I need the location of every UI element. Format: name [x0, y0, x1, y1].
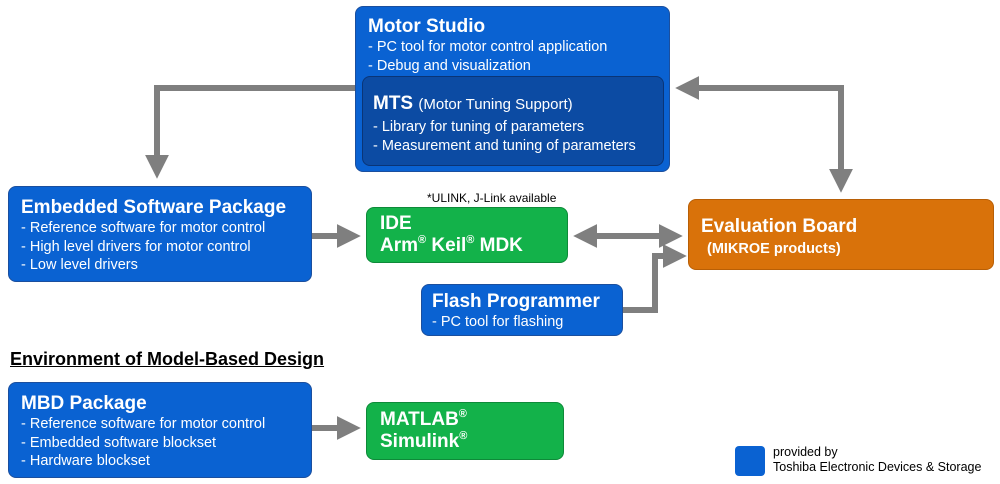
arrow-flash-to-evalboard [623, 244, 687, 313]
legend-swatch [735, 446, 765, 476]
simulink-title: Simulink® [380, 430, 468, 453]
mts-title: MTS [373, 93, 414, 114]
mts-line-2: - Measurement and tuning of parameters [373, 137, 636, 154]
motor-studio-title: Motor Studio [368, 16, 486, 37]
embedded-software-line-3: - Low level drivers [21, 257, 138, 273]
mts-line-1: - Library for tuning of parameters [373, 119, 585, 135]
legend-text: provided by Toshiba Electronic Devices &… [773, 445, 981, 475]
flash-programmer-box: Flash Programmer - PC tool for flashing [421, 284, 623, 336]
motor-studio-line-1: - PC tool for motor control application [368, 39, 608, 55]
mbd-package-line-1: - Reference software for motor control [21, 416, 266, 432]
arrow-evalboard-to-motorstudio [675, 76, 844, 180]
mbd-package-box: MBD Package - Reference software for mot… [8, 382, 312, 478]
arrow-motorstudio-to-embedded [145, 85, 355, 179]
mbd-package-title: MBD Package [21, 393, 147, 414]
embedded-software-line-1: - Reference software for motor control [21, 220, 266, 236]
flash-programmer-line-1: - PC tool for flashing [432, 314, 564, 330]
evaluation-board-title: Evaluation Board [701, 216, 858, 237]
ide-note: *ULINK, J-Link available [427, 191, 557, 205]
embedded-software-box: Embedded Software Package - Reference so… [8, 186, 312, 282]
ide-box: IDE Arm® Keil® MDK [366, 207, 568, 263]
mbd-package-line-2: - Embedded software blockset [21, 434, 217, 451]
mts-title-row: MTS (Motor Tuning Support) [373, 93, 663, 116]
ide-product: Arm® Keil® MDK [380, 234, 523, 257]
legend-line-2: Toshiba Electronic Devices & Storage [773, 460, 982, 474]
mbd-section-heading: Environment of Model-Based Design [10, 349, 325, 369]
legend-line-1: provided by [773, 445, 838, 459]
mts-subtitle: (Motor Tuning Support) [418, 96, 573, 113]
mts-box: MTS (Motor Tuning Support) - Library for… [362, 76, 664, 166]
motor-studio-line-2: - Debug and visualization [368, 57, 531, 74]
embedded-software-line-2: - High level drivers for motor control [21, 238, 251, 255]
ide-title: IDE [380, 213, 412, 234]
matlab-simulink-box: MATLAB® Simulink® [366, 402, 564, 460]
matlab-title: MATLAB® [380, 408, 467, 431]
evaluation-board-subtitle: (MIKROE products) [707, 241, 841, 257]
embedded-software-title: Embedded Software Package [21, 197, 287, 218]
mbd-package-line-3: - Hardware blockset [21, 453, 150, 469]
evaluation-board-box: Evaluation Board (MIKROE products) [688, 199, 994, 270]
flash-programmer-title: Flash Programmer [432, 291, 600, 312]
